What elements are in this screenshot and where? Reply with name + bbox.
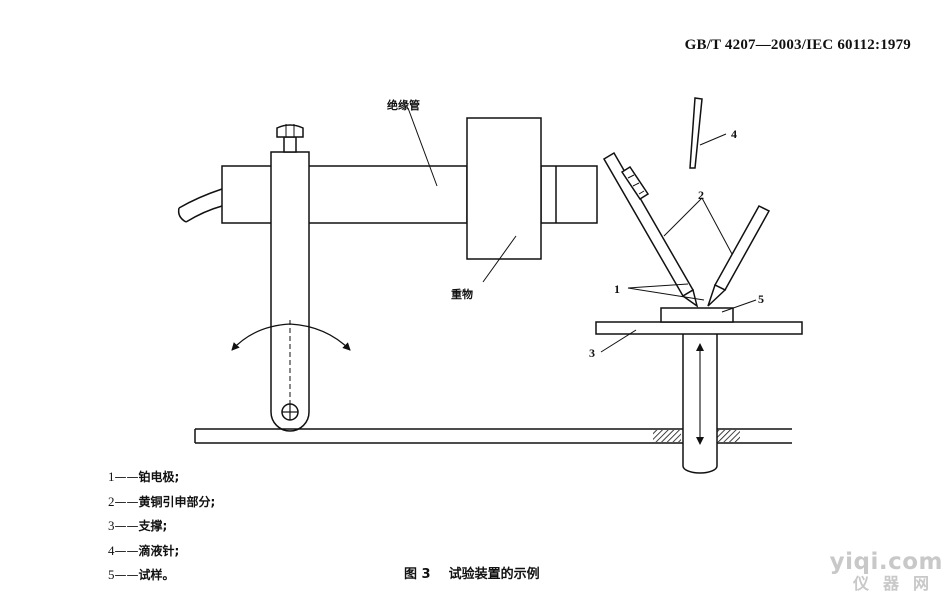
leader-lines [407, 107, 757, 353]
legend-item: 1——铂电极; [108, 469, 180, 484]
figure-title: 试验装置的示例 [448, 567, 540, 582]
brass-extension-left [602, 151, 695, 298]
watermark-logo: yiqi.com 仪器网 [829, 549, 943, 593]
legend-item: 5——试样。 [108, 567, 175, 582]
thumb-screw [276, 124, 304, 153]
legend-item: 3——支撑; [108, 518, 168, 533]
label-weight: 重物 [451, 287, 473, 301]
insulating-tube [221, 165, 598, 224]
rotation-arrow [231, 323, 351, 351]
brass-extension-right [713, 205, 771, 291]
pivot-bolt [281, 403, 299, 421]
dropping-needle [689, 97, 703, 169]
label-number-5: 5 [758, 292, 764, 306]
legend-item: 2——黄铜引申部分; [108, 493, 216, 509]
label-number-1: 1 [614, 282, 620, 296]
standard-code: GB/T 4207—2003/IEC 60112:1979 [684, 37, 911, 53]
weight-block [466, 117, 542, 260]
label-number-4: 4 [731, 127, 737, 141]
vertical-support-arm [270, 151, 310, 432]
specimen [660, 307, 734, 323]
platinum-electrode-right [707, 283, 727, 307]
legend: 1——铂电极; 2——黄铜引申部分; 3——支撑; 4——滴液针; 5——试样。 [108, 465, 215, 588]
figure-caption: 图 3 试验装置的示例 [404, 563, 540, 582]
legend-item: 4——滴液针; [108, 542, 180, 558]
label-number-2: 2 [698, 188, 704, 202]
support-table [595, 321, 803, 335]
figure-number: 图 3 [404, 567, 431, 582]
label-number-3: 3 [589, 346, 595, 360]
label-insulating-tube: 绝缘管 [387, 98, 420, 112]
cable [177, 188, 223, 223]
